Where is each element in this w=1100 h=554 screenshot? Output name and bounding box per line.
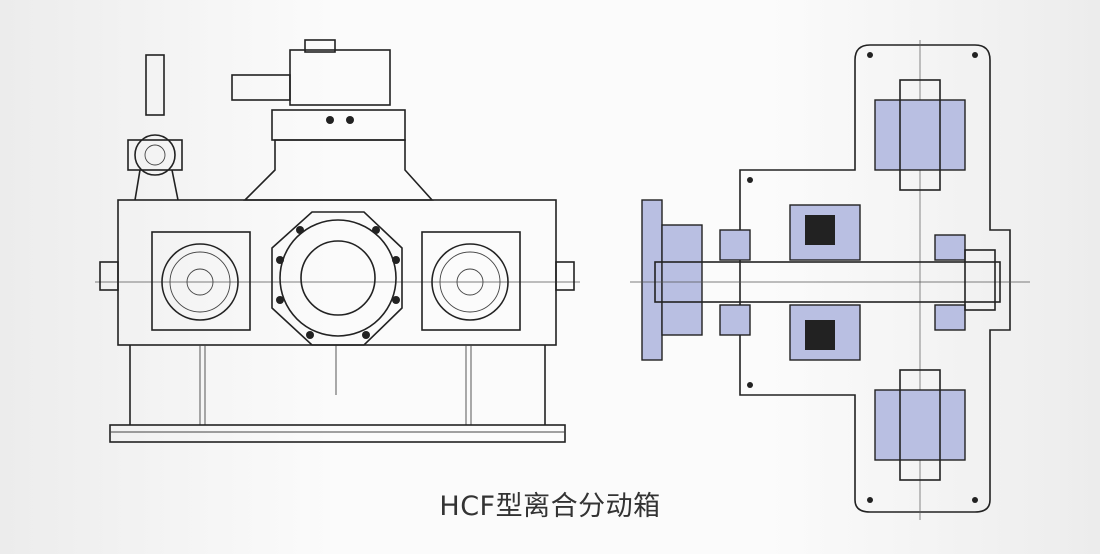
- diagram-caption: HCF型离合分动箱: [439, 491, 661, 522]
- front-view-drawing: [95, 39, 580, 443]
- section-view-drawing: [630, 40, 1030, 520]
